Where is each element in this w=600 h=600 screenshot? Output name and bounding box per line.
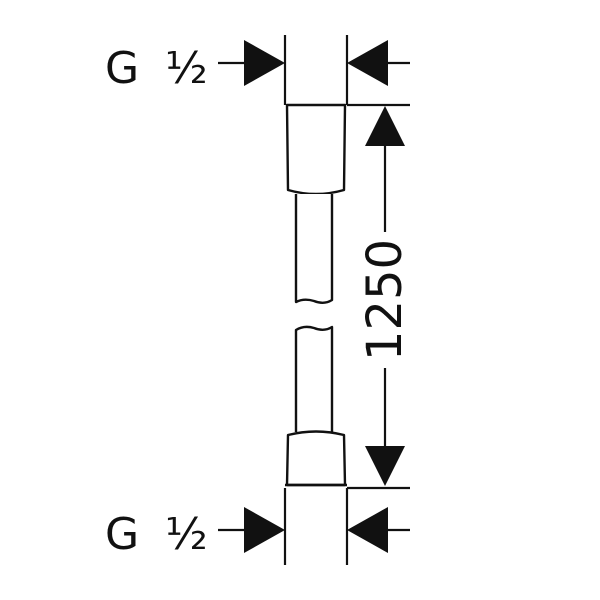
top-thread-size: ½ — [165, 43, 208, 94]
shower-hose — [285, 103, 347, 487]
top-thread-letter: G — [105, 43, 139, 94]
bottom-connector-nut — [285, 430, 347, 487]
hose-upper-segment — [294, 194, 334, 304]
top-arrow-right-icon — [347, 40, 388, 86]
bottom-thread-size: ½ — [165, 509, 208, 560]
bottom-width-dimension — [218, 488, 410, 565]
length-arrow-down-icon — [365, 446, 405, 486]
hose-lower-segment — [294, 325, 334, 432]
top-connector-nut — [285, 103, 347, 196]
length-arrow-up-icon — [365, 106, 405, 146]
top-width-dimension — [218, 35, 410, 105]
bottom-thread-letter: G — [105, 509, 139, 560]
bottom-arrow-left-icon — [244, 507, 285, 553]
length-dimension — [347, 103, 410, 490]
top-arrow-left-icon — [244, 40, 285, 86]
length-value: 1250 — [357, 239, 413, 361]
bottom-arrow-right-icon — [347, 507, 388, 553]
